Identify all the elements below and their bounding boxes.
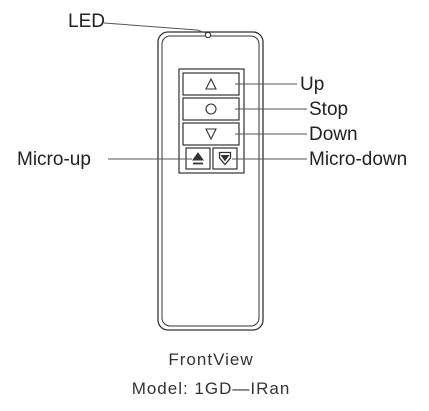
model-caption: Model: 1GD—IRan [132, 379, 291, 398]
up-button[interactable] [182, 72, 240, 96]
led-label: LED [68, 11, 105, 32]
led-leader [103, 22, 207, 34]
micro-down-label: Micro-down [309, 149, 407, 170]
button-panel [178, 68, 245, 174]
up-triangle-icon [205, 77, 217, 90]
shield-down-icon [218, 151, 232, 166]
down-triangle-icon [205, 128, 217, 141]
stop-label: Stop [309, 99, 348, 120]
micro-up-label: Micro-up [17, 149, 91, 170]
eject-up-icon [192, 152, 204, 165]
circle-icon [205, 103, 217, 115]
stop-button[interactable] [182, 97, 240, 121]
leader-lines [103, 22, 307, 160]
led-indicator [204, 31, 212, 39]
up-label: Up [300, 74, 324, 95]
down-label: Down [309, 124, 358, 145]
down-button[interactable] [182, 122, 240, 146]
view-caption: FrontView [168, 350, 253, 369]
